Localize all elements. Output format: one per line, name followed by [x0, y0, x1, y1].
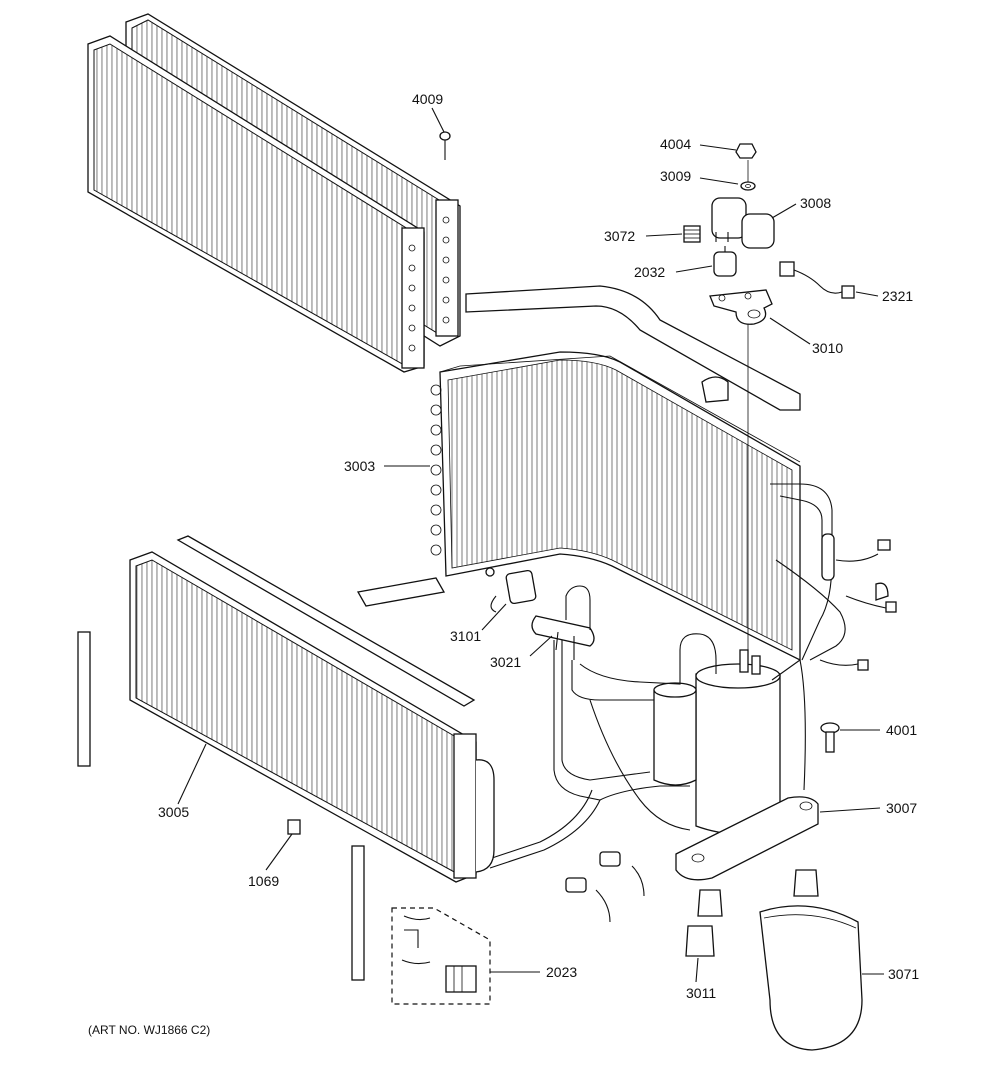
upper-coil-assembly: [87, 13, 461, 373]
label-2032: 2032: [634, 264, 665, 280]
side-panel-bottom: [351, 845, 365, 981]
leader-lines: [177, 107, 884, 983]
label-1069: 1069: [248, 873, 279, 889]
label-2023: 2023: [546, 964, 577, 980]
grommet-3011: [685, 869, 819, 957]
art-number: (ART NO. WJ1866 C2): [88, 1023, 210, 1037]
label-3011: 3011: [686, 985, 716, 1001]
part-labels: 4009 4004 3009 3008 3072 2032 2321 3010 …: [158, 91, 919, 1001]
coil-support-bar: [465, 285, 801, 411]
label-4004: 4004: [660, 136, 691, 152]
label-3007: 3007: [886, 800, 917, 816]
label-3072: 3072: [604, 228, 635, 244]
base-plate-3007: [675, 796, 819, 881]
washer-3009: [740, 181, 756, 191]
wiring-kit-2023: [391, 907, 491, 1005]
label-3021: 3021: [490, 654, 521, 670]
label-3071: 3071: [888, 966, 919, 982]
wire-lead-2321: [779, 261, 855, 299]
bolt-4001: [820, 722, 840, 753]
label-3008: 3008: [800, 195, 831, 211]
reversing-valve-3021: [531, 585, 595, 660]
spring-3072: [683, 225, 701, 243]
refrigerant-tubing: [485, 633, 806, 869]
side-panel-left: [77, 631, 91, 767]
drain-channel: [356, 577, 446, 607]
sound-jacket-3071: [759, 905, 863, 1051]
condenser-coil: [129, 535, 495, 883]
label-4009: 4009: [412, 91, 443, 107]
label-3005: 3005: [158, 804, 189, 820]
label-4001: 4001: [886, 722, 917, 738]
small-fittings: [565, 851, 645, 923]
evaporator-coil: [430, 351, 801, 662]
bracket-3010: [709, 289, 773, 325]
screw-4009: [439, 131, 451, 160]
reversing-valve-coil-3008: [711, 197, 775, 249]
label-2321: 2321: [882, 288, 913, 304]
clip-1069: [287, 819, 301, 835]
nut-4004: [735, 143, 757, 159]
capillary-tubing: [770, 483, 897, 671]
plunger-2032: [713, 246, 737, 277]
label-3009: 3009: [660, 168, 691, 184]
label-3101: 3101: [450, 628, 481, 644]
compressor: [653, 649, 781, 835]
label-3003: 3003: [344, 458, 375, 474]
insulation-clip: [701, 376, 729, 403]
label-3010: 3010: [812, 340, 843, 356]
solenoid-3101: [485, 567, 537, 613]
